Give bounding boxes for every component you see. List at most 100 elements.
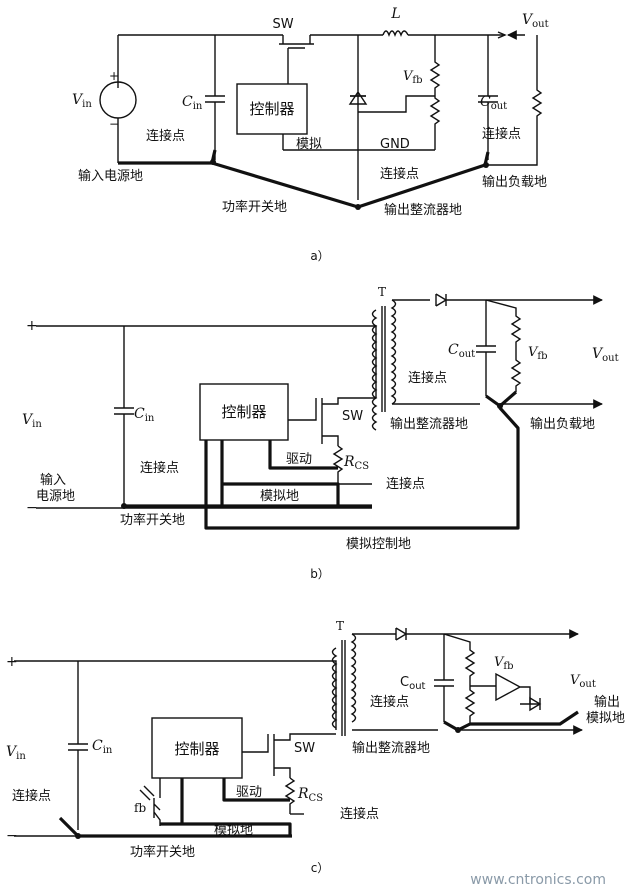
fb-label-c: fb [134, 801, 146, 815]
transformer-label-c: T [336, 619, 344, 633]
output-analog-ground-c-line2: 模拟地 [586, 711, 625, 726]
analog-ground-trace-b [220, 440, 340, 508]
diode-b [435, 293, 448, 307]
drive-label-c: 驱动 [236, 785, 262, 800]
cin-label-c: Cin [92, 738, 113, 756]
cout-b [476, 300, 496, 396]
analog-ground-trace-c [160, 778, 292, 836]
sw-label-b: SW [342, 409, 363, 424]
phototransistor-c [153, 778, 161, 826]
connection-left-a: 连接点 [146, 128, 185, 144]
output-load-ground-a: 输出负载地 [482, 174, 547, 190]
feedback-divider-b [485, 299, 522, 392]
vfb-label-a: Vfb [403, 69, 423, 86]
vin-label-c: Vin [6, 744, 26, 762]
watermark: www.cntronics.com [470, 872, 606, 888]
output-rectifier-ground-a: 输出整流器地 [384, 202, 462, 218]
feedback-divider-c [443, 633, 476, 724]
cout-a [478, 35, 498, 160]
minus-c: − [6, 828, 18, 844]
sw-label-a: SW [272, 17, 293, 32]
analog-control-ground-trace-b [204, 406, 520, 530]
diagram-b: + − Vin Cin T Cout Vfb Vout 控制器 SW 驱动 RC… [22, 285, 619, 581]
output-analog-ground-c-line1: 输出 [594, 694, 620, 710]
cout-c [434, 634, 454, 722]
rcs-c [284, 777, 296, 814]
connection-left-b: 连接点 [140, 460, 179, 476]
controller-c [151, 717, 243, 779]
analog-label-a: 模拟 [296, 137, 322, 152]
rcs-label-b: RCS [343, 454, 369, 472]
vin-plus-a: + [109, 69, 119, 83]
connection-mid-b: 连接点 [386, 476, 425, 492]
diode-a [348, 35, 368, 200]
connection-right-b: 连接点 [408, 370, 447, 386]
switch-a [279, 35, 314, 49]
caption-c: c） [311, 861, 330, 875]
transformer-label-b: T [378, 285, 386, 299]
vfb-label-c: Vfb [494, 655, 514, 672]
input-ground-b-line1: 输入 [40, 472, 66, 488]
inductor-a [382, 30, 409, 37]
diagram-c: + − Vin Cin T Cout Vfb Vout 控制器 SW 驱动 RC… [6, 619, 625, 875]
power-switch-ground-c: 功率开关地 [130, 844, 195, 860]
cin-label-b: Cin [134, 406, 155, 424]
inductor-label-a: L [390, 6, 400, 22]
diagram-a: SW L Vout Vin + − Cin Vfb Cout 控制器 模拟 GN… [72, 6, 549, 263]
transformer-c [331, 647, 338, 729]
switch-c [242, 733, 336, 778]
caption-a: a） [310, 249, 329, 263]
gnd-label-a: GND [380, 137, 410, 152]
cout-label-b: Cout [448, 342, 475, 360]
transformer-b [371, 309, 378, 431]
cin-a [205, 35, 225, 160]
vin-minus-a: − [109, 117, 119, 131]
plus-b: + [26, 318, 38, 334]
analog-control-ground-b: 模拟控制地 [346, 537, 411, 552]
error-amp-c [470, 672, 540, 705]
minus-b: − [26, 500, 38, 516]
analog-ground-c: 模拟地 [214, 823, 253, 838]
vout-label-b: Vout [592, 346, 619, 364]
output-rectifier-ground-b: 输出整流器地 [390, 416, 468, 432]
connection-mid-c: 连接点 [340, 806, 379, 822]
caption-b: b） [310, 567, 330, 581]
cout-label-a: Cout [480, 94, 507, 112]
vfb-label-b: Vfb [528, 345, 548, 362]
controller-label-b: 控制器 [221, 403, 266, 421]
connection-mid-a: 连接点 [380, 166, 419, 182]
output-load-ground-b: 输出负载地 [530, 416, 595, 432]
power-switch-ground-a: 功率开关地 [222, 199, 287, 215]
vout-label-c: Vout [570, 673, 596, 690]
cin-c [68, 661, 88, 830]
load-resistor-a [485, 35, 543, 166]
connection-right-a: 连接点 [482, 126, 521, 142]
diode-c [395, 627, 408, 641]
output-rectifier-ground-c: 输出整流器地 [352, 740, 430, 756]
analog-ground-b: 模拟地 [260, 489, 299, 504]
vin-label-a: Vin [72, 92, 92, 110]
controller-label-a: 控制器 [249, 100, 294, 118]
rcs-b [332, 445, 344, 484]
controller-b [199, 383, 289, 441]
connection-right-c: 连接点 [370, 694, 409, 710]
input-ground-b-line2: 电源地 [36, 489, 75, 504]
rcs-label-c: RCS [297, 786, 323, 804]
sw-label-c: SW [294, 741, 315, 756]
cin-b [114, 326, 134, 506]
drive-label-b: 驱动 [286, 452, 312, 467]
input-ground-a: 输入电源地 [78, 168, 143, 184]
power-switch-ground-b: 功率开关地 [120, 512, 185, 528]
vin-label-b: Vin [22, 412, 42, 430]
cin-label-a: Cin [182, 94, 203, 112]
cout-label-c: Cout [400, 675, 426, 692]
drive-trace-c [222, 778, 290, 802]
feedback-divider-a [429, 35, 441, 150]
ground-trace-a [118, 161, 486, 209]
connection-left-c: 连接点 [12, 788, 51, 804]
plus-c: + [6, 654, 18, 670]
vout-label-a: Vout [522, 12, 549, 30]
optocoupler-led-c [529, 696, 542, 712]
output-analog-ground-trace-c [470, 710, 579, 726]
